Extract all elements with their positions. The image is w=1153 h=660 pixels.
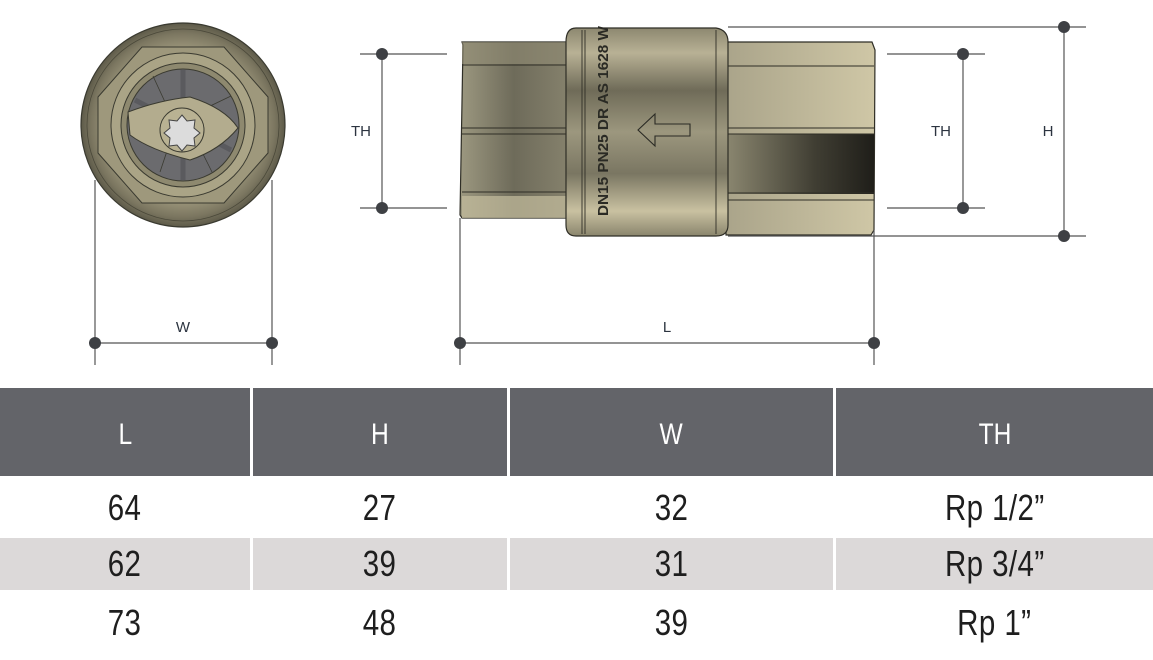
end-view xyxy=(80,22,286,228)
column-header-l: L xyxy=(0,388,253,476)
column-header-h: H xyxy=(253,388,510,476)
cell-l: 62 xyxy=(0,538,253,590)
body-marking: DN15 PN25 DR AS 1628 W xyxy=(595,25,612,216)
cell-l: 73 xyxy=(0,590,253,660)
dimension-dot xyxy=(89,337,101,349)
cell-h: 48 xyxy=(253,590,510,660)
cell-th: Rp 1/2” xyxy=(836,476,1153,538)
column-header-w: W xyxy=(510,388,836,476)
cell-w: 31 xyxy=(510,538,836,590)
table-row: 64 27 32 Rp 1/2” xyxy=(0,476,1153,538)
dimension-dot xyxy=(957,48,969,60)
table-row: 62 39 31 Rp 3/4” xyxy=(0,538,1153,590)
dimension-dot xyxy=(454,337,466,349)
dimension-dot xyxy=(376,48,388,60)
dimension-dot xyxy=(868,337,880,349)
column-header-th: TH xyxy=(836,388,1153,476)
dimension-label-l: L xyxy=(663,319,671,336)
dimension-th-left xyxy=(360,53,447,209)
dimension-dot xyxy=(1058,21,1070,33)
dimension-label-th-left: TH xyxy=(351,123,371,140)
dimension-dot xyxy=(376,202,388,214)
technical-drawing: W DN15 PN25 DR AS 1628 W xyxy=(80,21,1086,365)
table-header-row: L H W TH xyxy=(0,388,1153,476)
cell-th: Rp 1” xyxy=(836,590,1153,660)
cell-h: 27 xyxy=(253,476,510,538)
dimension-w xyxy=(94,180,273,365)
dimension-label-h: H xyxy=(1043,123,1054,140)
dimension-l xyxy=(459,218,875,365)
dimension-label-w: W xyxy=(176,319,191,336)
table-row: 73 48 39 Rp 1” xyxy=(0,590,1153,660)
dimension-label-th-right: TH xyxy=(931,123,951,140)
side-view: DN15 PN25 DR AS 1628 W xyxy=(459,25,876,237)
cell-h: 39 xyxy=(253,538,510,590)
cell-w: 32 xyxy=(510,476,836,538)
dimension-dot xyxy=(266,337,278,349)
cell-l: 64 xyxy=(0,476,253,538)
cell-th: Rp 3/4” xyxy=(836,538,1153,590)
cell-w: 39 xyxy=(510,590,836,660)
flow-arrow-icon xyxy=(637,112,691,148)
dimensions-table: L H W TH 64 27 32 Rp 1/2” 62 39 31 Rp 3/… xyxy=(0,388,1153,660)
dimension-dot xyxy=(1058,230,1070,242)
dimension-h xyxy=(728,26,1086,237)
dimension-dot xyxy=(957,202,969,214)
